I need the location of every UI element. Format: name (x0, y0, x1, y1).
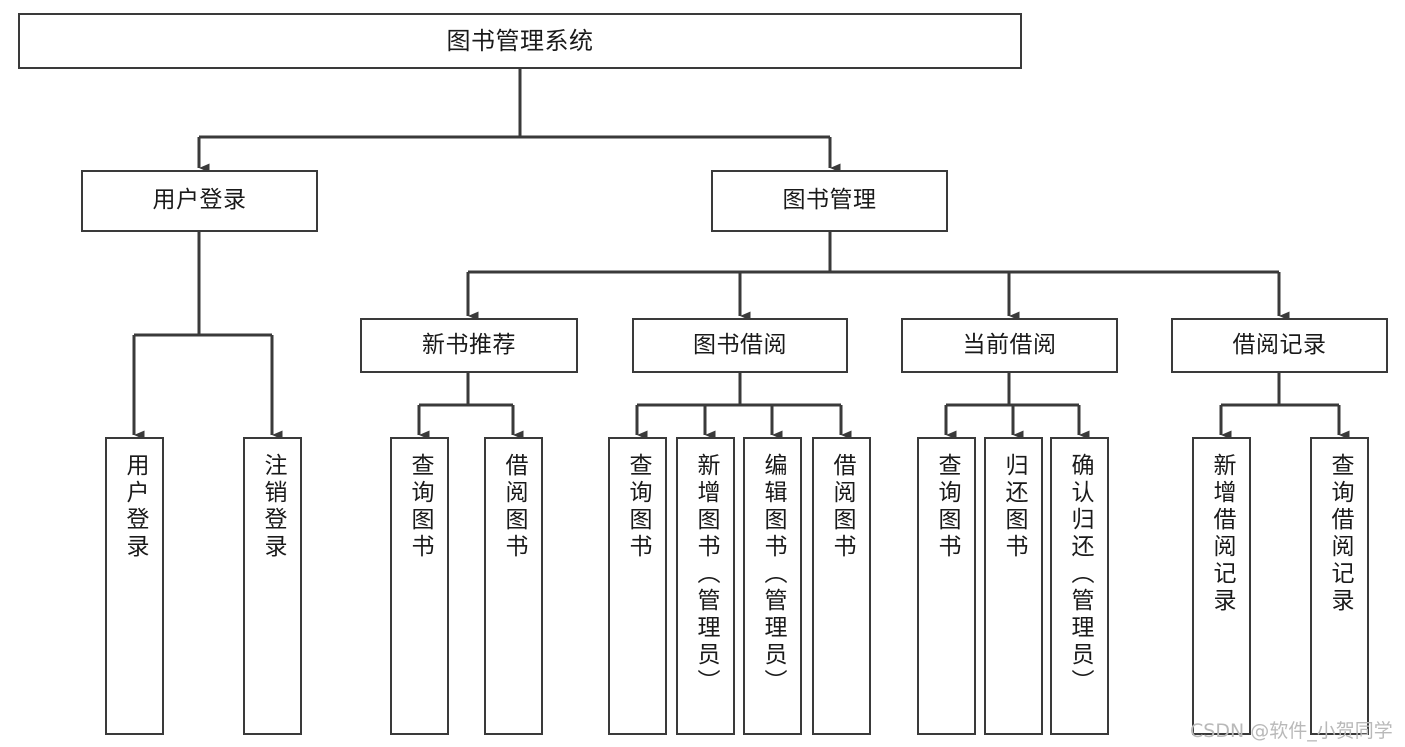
node-label: 查询图书 (407, 453, 433, 561)
node-label: 当前借阅 (962, 331, 1057, 358)
node-label: 新增借阅记录 (1209, 453, 1235, 615)
node-label: 借阅记录 (1232, 331, 1327, 358)
node-leaf-query-book-borrow[interactable]: 查询图书 (608, 437, 667, 735)
node-user-login[interactable]: 用户登录 (81, 170, 318, 232)
node-root[interactable]: 图书管理系统 (18, 13, 1022, 69)
node-label: 查询图书 (934, 453, 960, 561)
node-leaf-edit-book-admin[interactable]: 编辑图书（管理员） (743, 437, 802, 735)
node-leaf-borrow-book[interactable]: 借阅图书 (812, 437, 871, 735)
node-leaf-user-login[interactable]: 用户登录 (105, 437, 164, 735)
node-label: 用户登录 (152, 187, 247, 214)
node-label: 查询借阅记录 (1327, 453, 1353, 615)
node-leaf-borrow-book-new[interactable]: 借阅图书 (484, 437, 543, 735)
node-leaf-query-book-new[interactable]: 查询图书 (390, 437, 449, 735)
node-book-management[interactable]: 图书管理 (711, 170, 948, 232)
node-leaf-logout[interactable]: 注销登录 (243, 437, 302, 735)
node-label: 图书借阅 (693, 331, 787, 358)
watermark-text: CSDN @软件_小贺同学 (1190, 720, 1393, 742)
node-label: 注销登录 (260, 453, 286, 561)
node-label: 借阅图书 (501, 453, 527, 561)
node-label: 编辑图书（管理员） (760, 453, 786, 696)
node-leaf-confirm-return-admin[interactable]: 确认归还（管理员） (1050, 437, 1109, 735)
node-current-borrow[interactable]: 当前借阅 (901, 318, 1118, 373)
node-leaf-query-borrow-record[interactable]: 查询借阅记录 (1310, 437, 1369, 735)
node-label: 确认归还（管理员） (1067, 453, 1093, 696)
node-leaf-add-borrow-record[interactable]: 新增借阅记录 (1192, 437, 1251, 735)
node-label: 图书管理系统 (446, 26, 594, 55)
node-book-borrow[interactable]: 图书借阅 (632, 318, 848, 373)
node-new-book-recommend[interactable]: 新书推荐 (360, 318, 578, 373)
node-label: 新书推荐 (422, 331, 516, 358)
node-leaf-return-book[interactable]: 归还图书 (984, 437, 1043, 735)
node-label: 图书管理 (782, 187, 877, 214)
node-leaf-add-book-admin[interactable]: 新增图书（管理员） (676, 437, 735, 735)
node-label: 归还图书 (1001, 453, 1027, 561)
node-leaf-query-book-current[interactable]: 查询图书 (917, 437, 976, 735)
node-label: 查询图书 (625, 453, 651, 561)
node-label: 借阅图书 (829, 453, 855, 561)
node-borrow-record[interactable]: 借阅记录 (1171, 318, 1388, 373)
node-label: 用户登录 (122, 453, 148, 561)
node-label: 新增图书（管理员） (693, 453, 719, 696)
